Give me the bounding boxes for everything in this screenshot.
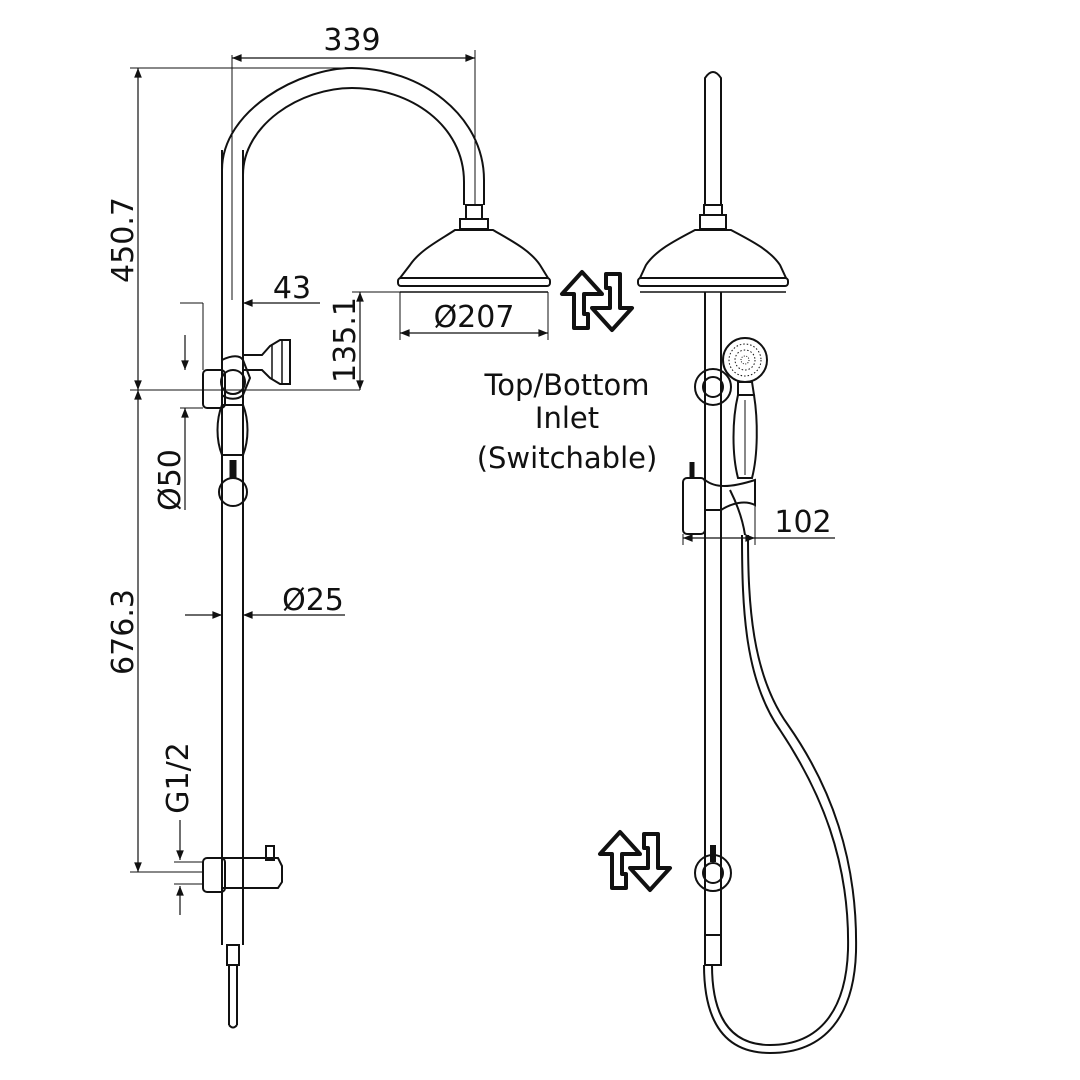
arm-bracket xyxy=(242,339,291,385)
dim-g12-label: G1/2 xyxy=(161,742,196,814)
dim-135-label: 135.1 xyxy=(328,297,363,383)
dim-339-label: 339 xyxy=(323,23,380,58)
note-line-3: (Switchable) xyxy=(477,441,658,475)
switch-arrows-icon xyxy=(598,830,672,892)
slider-knob-body xyxy=(682,477,706,535)
shower-head-right xyxy=(638,229,788,279)
lower-bracket-left xyxy=(202,857,226,893)
sleeve-left xyxy=(216,404,249,456)
dim-102-label: 102 xyxy=(774,505,831,540)
dim-25-label: Ø25 xyxy=(282,583,344,618)
slider-clamp xyxy=(704,477,756,511)
handshower-neck xyxy=(737,381,756,396)
dim-50-label: Ø50 xyxy=(153,449,188,511)
shower-head-rim-right xyxy=(637,277,789,287)
dim-676-label: 676.3 xyxy=(106,589,141,675)
note-line-1: Top/Bottom xyxy=(483,368,649,402)
dim-207-label: Ø207 xyxy=(434,300,515,335)
arm-inner xyxy=(242,86,465,300)
handshower-handle xyxy=(732,394,758,479)
lower-bracket-right xyxy=(694,854,732,892)
right-view: 102 xyxy=(637,71,858,1055)
upper-bracket-left xyxy=(202,369,226,409)
shower-head-rim-left xyxy=(397,277,551,287)
dim-43-label: 43 xyxy=(273,271,311,306)
shower-head-left xyxy=(397,229,550,279)
note-line-2: Inlet xyxy=(535,401,599,435)
arm-outer xyxy=(221,66,485,300)
switch-arrows-icon xyxy=(560,270,634,332)
arm-connector xyxy=(459,218,489,230)
bottom-plug xyxy=(226,944,240,966)
dim-450-label: 450.7 xyxy=(106,197,141,283)
left-view: 339 450.7 43 Ø207 135.1 Ø50 676.3 Ø25 xyxy=(106,23,551,1029)
knob-left[interactable] xyxy=(218,477,248,507)
upper-bracket-collar xyxy=(221,355,252,400)
upper-bracket-right xyxy=(694,368,732,406)
top-pipe-right xyxy=(704,71,722,205)
lower-body xyxy=(221,857,283,889)
hose-outer xyxy=(711,534,850,1047)
arm-nut xyxy=(465,204,483,220)
